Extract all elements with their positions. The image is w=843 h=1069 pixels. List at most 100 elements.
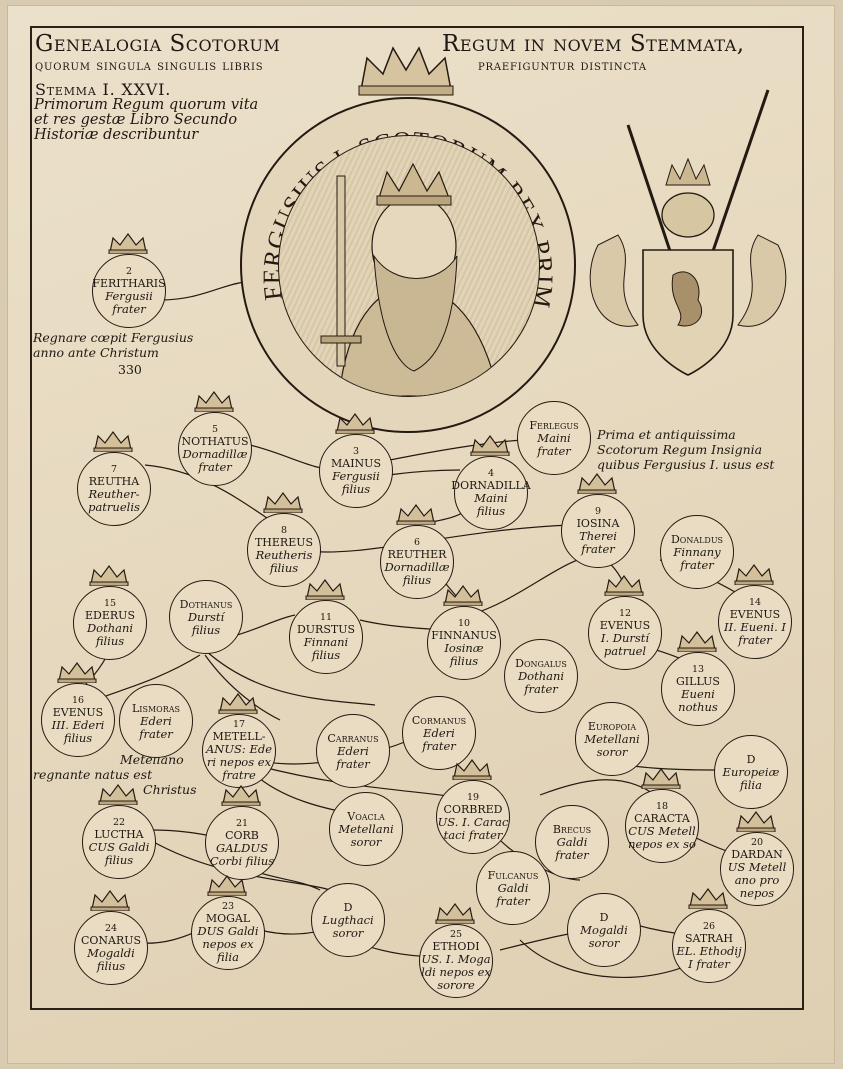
node-kinship: filius [104, 852, 134, 867]
crown-icon [192, 390, 236, 416]
node-kinship: frater [581, 541, 615, 556]
node-number: 19 [466, 791, 480, 803]
node-kinship: frater [738, 632, 772, 647]
title-line1-left: Genealogia Scotorum [35, 31, 281, 57]
node-number: 15 [103, 597, 117, 609]
node-kinship: filius [191, 622, 221, 637]
node-number: 24 [104, 922, 118, 934]
node-relation: I. Durstí [600, 630, 650, 645]
node-kinship: soror [596, 744, 628, 759]
node-kinship: filius [63, 730, 93, 745]
node-relation: Metellani [338, 821, 394, 836]
node-name: EVENUS [729, 607, 781, 621]
crown-icon [205, 874, 249, 900]
fergusius-medallion: FERGUSIUS I. SCOTORUM REX PRIMUS [240, 97, 576, 433]
node-kinship: frater [555, 847, 589, 862]
node-relation: Galdi [556, 834, 588, 849]
intro-line2: et res gestæ Libro Secundo [34, 112, 238, 128]
node-name: D [746, 752, 756, 766]
medallion-crown-icon [358, 46, 454, 96]
node-kinship: filius [449, 653, 479, 668]
node-number: 7 [110, 463, 118, 475]
node-kinship: filia [740, 777, 762, 792]
node-name: NOTHATUS [181, 434, 249, 448]
node-name: MOGAL [205, 912, 251, 925]
node-kinship: frater [198, 459, 232, 474]
node-name: Brecus [552, 822, 592, 836]
node-relation: Fergusii [332, 468, 380, 483]
node-relation: Dothani [86, 620, 134, 635]
node-kinship: frater [680, 557, 714, 572]
crown-icon [88, 889, 132, 915]
crown-icon [91, 430, 135, 456]
node-name: D [343, 900, 353, 914]
node-kinship: ano pro nepos [734, 873, 780, 900]
node-kinship: filius [402, 572, 432, 587]
node-number: 3 [352, 445, 360, 457]
node-relation: EL. Ethodij [676, 943, 742, 958]
node-relation: Finnani [303, 634, 349, 649]
node-relation: Maini [537, 430, 571, 445]
node-name: ETHODI [432, 940, 480, 953]
node-name: CORBRED [443, 802, 503, 816]
node-relation: Mogaldi [87, 945, 135, 960]
node-relation: ANUS: Ede [205, 742, 273, 756]
node-kinship: soror [350, 834, 382, 849]
node-name: THEREUS [254, 535, 314, 549]
christ-note-line3: Christus [143, 782, 197, 797]
node-relation: Metellani [584, 731, 640, 746]
node-kinship: nothus [678, 699, 718, 714]
node-name: IOSINA [576, 516, 620, 530]
node-name: Ferlegus [529, 418, 579, 432]
node-kinship: filius [269, 560, 299, 575]
node-name: D [599, 910, 609, 924]
node-number: 26 [702, 920, 716, 932]
node-number: 20 [750, 837, 764, 848]
title-line2-right: praefiguntur distincta [478, 58, 647, 74]
royal-coat-of-arms-icon [589, 89, 787, 376]
node-number: 17 [232, 719, 246, 730]
node-kinship: soror [332, 925, 364, 940]
crown-icon [216, 692, 260, 718]
crown-icon [261, 491, 305, 517]
node-number: 12 [618, 607, 632, 619]
node-kinship: taci frater [443, 827, 503, 842]
node-name: METELL- [212, 730, 266, 743]
node-relation: Therei [579, 528, 617, 543]
crown-icon [394, 503, 438, 529]
node-kinship: frater [336, 756, 370, 771]
node-relation: Lugthaci [322, 912, 374, 927]
node-name: DURSTUS [296, 622, 356, 636]
node-name: MAINUS [331, 456, 381, 470]
node-name: Fulcanus [487, 868, 539, 882]
node-number: 25 [449, 929, 463, 940]
node-relation: Reuther- [88, 486, 140, 501]
node-relation: Reutheris [255, 547, 313, 562]
node-name: Cormanus [411, 713, 467, 727]
node-number: 2 [125, 265, 133, 277]
node-name: EVENUS [599, 618, 651, 632]
node-relation: Dornadillæ [384, 559, 450, 574]
node-name: Lismoras [132, 701, 180, 715]
